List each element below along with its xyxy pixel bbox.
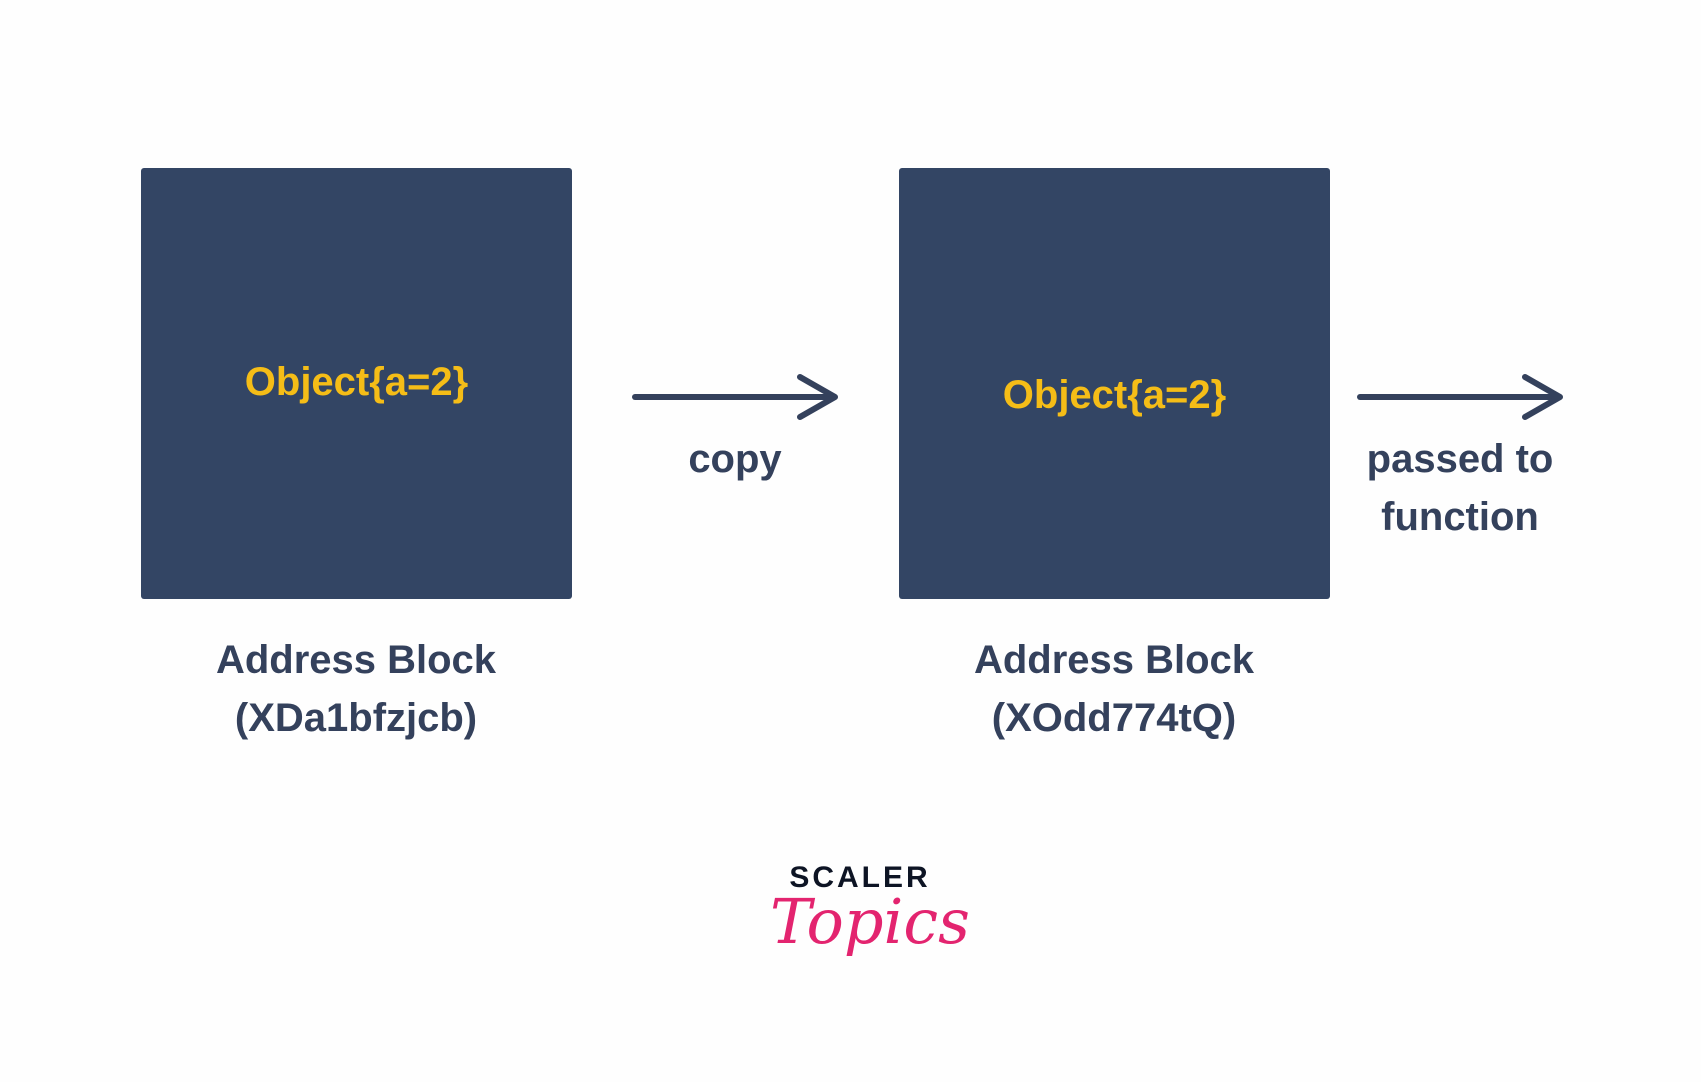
block-2-object-text: Object{a=2} [1002, 373, 1227, 417]
copy-arrow [632, 374, 838, 420]
logo-sub-text: Topics [770, 885, 970, 958]
logo-brand-text: SCALER [789, 861, 931, 894]
block-1-caption-address: (XDa1bfzjcb) [234, 696, 478, 740]
scaler-topics-logo: SCALER Topics [770, 860, 970, 990]
passed-arrow [1357, 374, 1563, 420]
address-block-1: Object{a=2} [141, 168, 572, 599]
block-1-object-text: Object{a=2} [244, 360, 469, 404]
passed-label-line2: function [1381, 495, 1539, 539]
block-2-caption: Address Block (XOdd774tQ) [854, 631, 1374, 747]
block-1-caption: Address Block (XDa1bfzjcb) [96, 631, 616, 747]
block-2-caption-address: (XOdd774tQ) [991, 696, 1237, 740]
block-1-caption-title: Address Block [215, 638, 497, 682]
address-block-2: Object{a=2} [899, 168, 1330, 599]
passed-label-line1: passed to [1366, 437, 1554, 481]
passed-to-function-label: passed to function [1340, 430, 1580, 546]
copy-label: copy [688, 437, 782, 481]
block-2-caption-title: Address Block [973, 638, 1255, 682]
